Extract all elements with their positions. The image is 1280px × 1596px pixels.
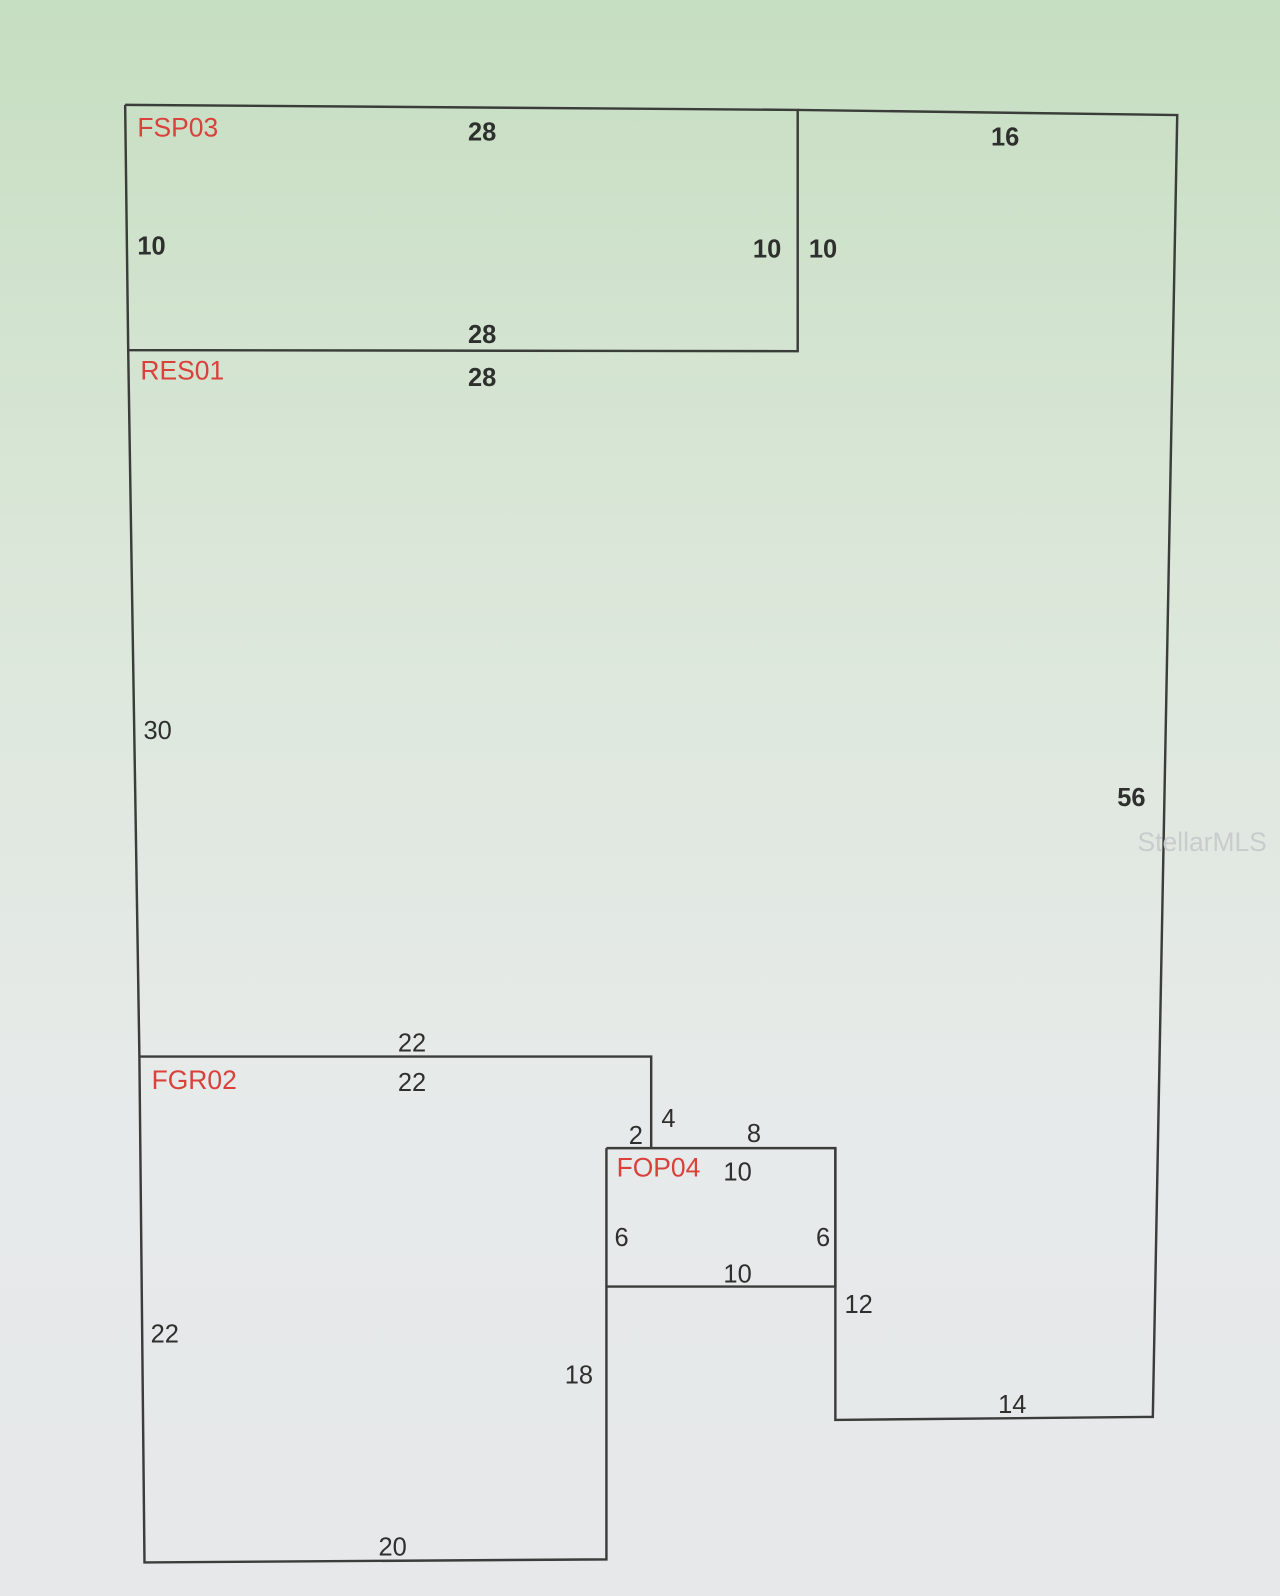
fsp03-outline bbox=[123, 103, 799, 353]
fgr02-walls bbox=[138, 1056, 608, 1564]
area-label-fgr02: FGR02 bbox=[152, 1065, 237, 1095]
dim-fop04-top-outer: 8 bbox=[747, 1120, 761, 1148]
fgr02-outline bbox=[139, 1055, 653, 1149]
dim-fop04-right: 6 bbox=[816, 1224, 830, 1252]
dim-fsp03-right: 10 bbox=[753, 236, 781, 264]
dim-jog-4: 4 bbox=[661, 1105, 675, 1133]
dim-res01-top: 28 bbox=[468, 364, 496, 392]
dim-fsp03-bottom: 28 bbox=[468, 321, 496, 349]
outer-right-outline bbox=[797, 108, 1179, 1422]
dim-outer-right: 56 bbox=[1117, 784, 1145, 812]
dim-fgr02-right: 18 bbox=[565, 1361, 593, 1389]
dim-fgr02-left: 22 bbox=[151, 1321, 179, 1349]
dim-bottom-14: 14 bbox=[998, 1391, 1026, 1419]
dim-notch-12: 12 bbox=[845, 1291, 873, 1319]
dim-fgr02-top-outer: 22 bbox=[398, 1029, 426, 1057]
res01-left-wall bbox=[126, 350, 141, 1057]
dim-jog-2: 2 bbox=[629, 1122, 643, 1150]
stellar-mls-watermark: StellarMLS bbox=[1138, 827, 1267, 857]
area-label-fop04: FOP04 bbox=[617, 1153, 701, 1183]
fop04-outline bbox=[606, 1146, 837, 1288]
dim-fgr02-top-inner: 22 bbox=[398, 1069, 426, 1097]
dim-fsp03-left: 10 bbox=[137, 232, 165, 260]
dim-fop04-bottom: 10 bbox=[723, 1260, 751, 1288]
dim-res01-left: 30 bbox=[143, 717, 171, 745]
dim-fgr02-bottom: 20 bbox=[379, 1533, 407, 1561]
dim-fop04-top: 10 bbox=[723, 1159, 751, 1187]
plan-outlines bbox=[123, 103, 1179, 1564]
area-label-fsp03: FSP03 bbox=[137, 112, 218, 142]
area-label-res01: RES01 bbox=[140, 356, 224, 386]
dim-fsp03-top: 28 bbox=[468, 118, 496, 146]
dim-outer-right-side: 10 bbox=[809, 236, 837, 264]
dim-fop04-left: 6 bbox=[615, 1224, 629, 1252]
dim-outer-right-top: 16 bbox=[991, 124, 1019, 152]
